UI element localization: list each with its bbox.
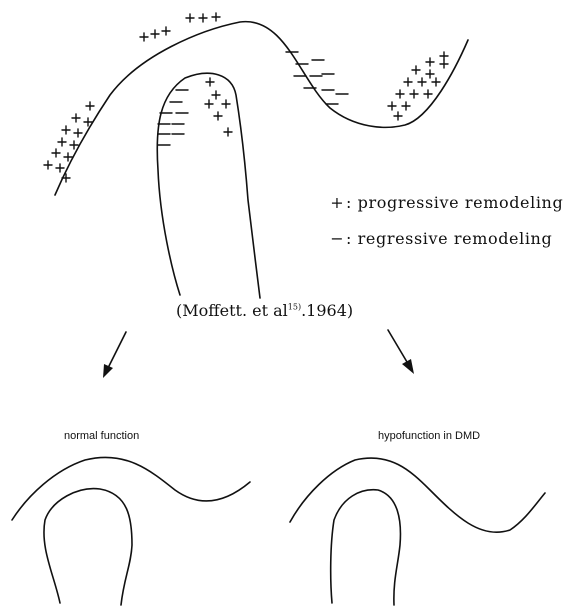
minus-marks-condyle [158,90,188,145]
legend-symbol-minus: − [330,229,344,248]
citation: (Moffett. et al15).1964) [176,301,353,320]
citation-superscript: 15) [288,303,301,312]
legend-item-regressive: −: regressive remodeling [330,229,552,248]
citation-suffix: .1964) [301,301,353,320]
condyle-outline-normal [44,489,132,605]
plus-marks-top [140,13,220,41]
caption-normal-function: normal function [64,430,139,442]
condyle-outline-hypo [331,490,401,605]
legend-label-progressive: : progressive remodeling [346,193,563,212]
plus-marks-left [44,102,94,182]
fossa-outline-hypo [290,458,545,532]
plus-marks-right [388,52,448,120]
arrow-left [103,332,126,378]
citation-prefix: (Moffett. et al [176,301,288,320]
legend-symbol-plus: + [330,193,344,212]
legend-item-progressive: +: progressive remodeling [330,193,563,212]
fossa-outline-normal [12,457,250,520]
legend-label-regressive: : regressive remodeling [346,229,552,248]
arrow-right [388,330,414,374]
plus-marks-condyle [205,78,232,136]
caption-hypofunction-dmd: hypofunction in DMD [378,430,480,442]
